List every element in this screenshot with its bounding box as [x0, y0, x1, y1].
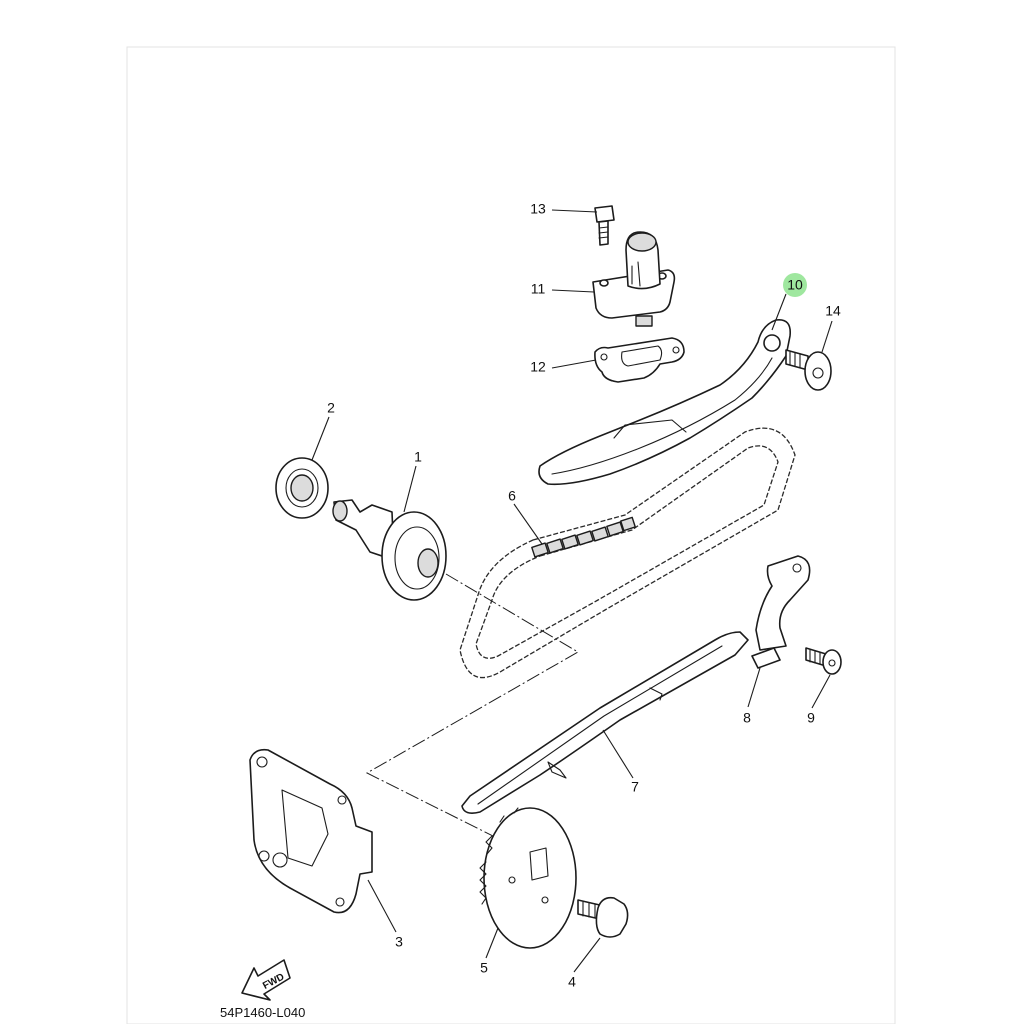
cam-chain[interactable]: [459, 427, 796, 679]
stopper-bolt[interactable]: [805, 647, 842, 675]
chain-guide-plate[interactable]: [249, 748, 373, 914]
guide-bolt[interactable]: [785, 349, 832, 391]
cam-sprocket[interactable]: [479, 807, 577, 949]
cam-chain-tensioner[interactable]: [592, 231, 676, 327]
sprocket-bolt[interactable]: [577, 896, 629, 938]
leader-lines: [311, 209, 833, 973]
camshaft[interactable]: [332, 499, 447, 601]
chain-link-detail: [531, 516, 636, 558]
tensioner-gasket[interactable]: [594, 337, 685, 383]
tensioner-guide[interactable]: [538, 319, 792, 486]
callout-9[interactable]: 9: [807, 710, 815, 726]
camshaft-bearing[interactable]: [275, 457, 329, 519]
drawing-code: 54P1460-L040: [220, 1005, 305, 1020]
callout-10[interactable]: 10: [787, 277, 803, 293]
assembly-guide-line: [365, 573, 579, 854]
callout-1[interactable]: 1: [414, 449, 422, 465]
callouts: 13 11 12 10 14 2 1 6 7 8 9 3 5 4: [327, 201, 841, 990]
callout-13[interactable]: 13: [530, 201, 546, 217]
callout-12[interactable]: 12: [530, 359, 546, 375]
callout-4[interactable]: 4: [568, 974, 576, 990]
callout-5[interactable]: 5: [480, 960, 488, 976]
callout-3[interactable]: 3: [395, 934, 403, 950]
chain-guide[interactable]: [461, 631, 749, 814]
tensioner-bolt[interactable]: [594, 205, 615, 246]
callout-8[interactable]: 8: [743, 710, 751, 726]
guide-stopper[interactable]: [751, 555, 811, 669]
callout-10-highlight: [783, 273, 807, 297]
callout-14[interactable]: 14: [825, 303, 841, 319]
callout-6[interactable]: 6: [508, 488, 516, 504]
callout-7[interactable]: 7: [631, 779, 639, 795]
callout-11[interactable]: 11: [531, 281, 546, 297]
callout-2[interactable]: 2: [327, 400, 335, 416]
